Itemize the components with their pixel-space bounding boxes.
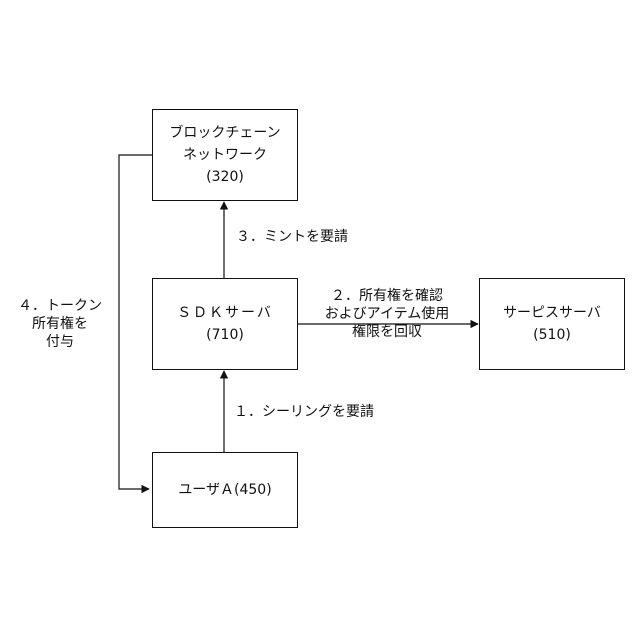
blockchain-network-node: ブロックチェーン ネットワーク (320) — [152, 109, 298, 201]
blockchain-name-line1: ブロックチェーン — [169, 122, 280, 144]
step4-line2: 所有権を — [8, 315, 112, 333]
step1-label: １．シーリングを要請 — [234, 403, 374, 421]
step2-label: ２．所有権を確認 およびアイテム使用 権限を回収 — [302, 287, 472, 341]
service-id: (510) — [533, 324, 571, 346]
sdk-name: ＳＤＫサーバ — [177, 302, 273, 324]
arrow-blockchain-to-user — [119, 155, 153, 489]
sdk-server-node: ＳＤＫサーバ (710) — [152, 278, 298, 370]
sdk-id: (710) — [206, 324, 244, 346]
user-name: ユーザＡ(450) — [178, 479, 271, 501]
step4-label: ４．トークン 所有権を 付与 — [8, 297, 112, 351]
step2-line3: 権限を回収 — [302, 323, 472, 341]
service-name: サーピスサーバ — [503, 302, 601, 324]
service-server-node: サーピスサーバ (510) — [479, 278, 625, 370]
blockchain-id: (320) — [206, 166, 244, 188]
step4-line3: 付与 — [8, 333, 112, 351]
user-a-node: ユーザＡ(450) — [152, 452, 298, 528]
step2-line2: およびアイテム使用 — [302, 305, 472, 323]
blockchain-name-line2: ネットワーク — [183, 144, 267, 166]
step4-line1: ４．トークン — [8, 297, 112, 315]
step2-line1: ２．所有権を確認 — [302, 287, 472, 305]
step3-label: ３．ミントを要請 — [236, 228, 348, 246]
